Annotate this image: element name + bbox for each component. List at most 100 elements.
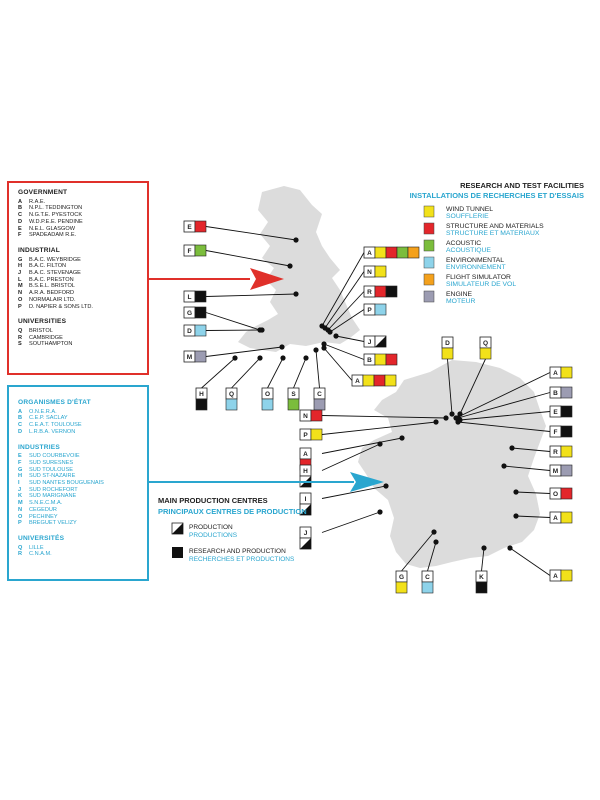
legend-label-fr: SOUFFLERIE <box>446 213 489 220</box>
facility-mark <box>407 246 420 259</box>
facility-mark <box>195 398 208 411</box>
leader-line <box>323 347 353 381</box>
site-dot <box>455 419 461 425</box>
site-label: M <box>553 468 558 475</box>
facility-mark <box>385 353 398 366</box>
research-production-label-fr: RECHERCHES ET PRODUCTIONS <box>189 556 295 563</box>
french-panel-frame <box>7 385 149 581</box>
site-label: N <box>367 269 372 276</box>
site-label: Q <box>229 391 234 398</box>
facility-mark <box>560 366 573 379</box>
panel-row-key: M <box>18 283 23 290</box>
facility-mark <box>374 265 387 278</box>
panel-row-value: B.A.C. FILTON <box>29 263 67 270</box>
leader-line <box>321 443 381 471</box>
panel-row-value: BREGUET VELIZY <box>29 520 77 527</box>
facility-mark <box>396 246 409 259</box>
leader-line <box>267 357 284 389</box>
uk-site-d: D <box>183 324 207 337</box>
panel-row-key: P <box>18 520 22 527</box>
leader-line <box>457 392 551 419</box>
fr-site-a: A <box>549 569 573 582</box>
site-label: D <box>445 340 450 347</box>
panel-heading: ORGANISMES D'ÉTAT <box>18 399 91 406</box>
site-label: O <box>265 391 270 398</box>
fr-site-a: A <box>549 511 573 524</box>
panel-row-value: B.S.E.L. BRISTOL <box>29 283 75 290</box>
facility-mark <box>560 487 573 500</box>
site-dot <box>501 463 507 469</box>
facility-mark <box>310 409 323 422</box>
leader-line <box>205 226 297 241</box>
facility-mark <box>479 347 492 360</box>
site-label: C <box>317 391 322 398</box>
panel-row-value: CEGEDUR <box>29 506 57 513</box>
site-label: A <box>303 451 308 458</box>
panel-heading: INDUSTRIAL <box>18 246 60 254</box>
panel-row-value: CAMBRIDGE <box>29 334 63 341</box>
site-dot <box>303 355 309 361</box>
panel-row-key: J <box>18 270 22 277</box>
panel-row-value: D. NAPIER & SONS LTD. <box>29 303 93 310</box>
site-label: L <box>188 294 192 301</box>
site-label: K <box>479 574 484 581</box>
panel-row: P BREGUET VELIZY <box>18 520 104 527</box>
facility-mark <box>374 246 387 259</box>
panel-heading: INDUSTRIES <box>18 443 60 451</box>
leader-line <box>201 357 236 389</box>
legend-swatch <box>423 273 435 286</box>
facility-mark <box>194 290 207 303</box>
panel-row-value: N.G.T.E. PYESTOCK <box>29 212 83 219</box>
panel-row-key: G <box>18 466 23 473</box>
uk-site-f: F <box>183 244 207 257</box>
panel-row-value: C.E.P. SACLAY <box>29 415 68 422</box>
site-label: G <box>399 574 404 581</box>
fr-site-r: R <box>549 445 573 458</box>
site-dot <box>399 435 405 441</box>
panel-row-value: LILLE <box>29 544 44 551</box>
panel-row-key: D <box>18 428 23 435</box>
leader-line <box>455 372 551 419</box>
facility-mark <box>560 405 573 418</box>
uk-site-j: J <box>363 335 387 348</box>
site-dot <box>433 419 439 425</box>
facility-mark <box>313 398 326 411</box>
leader-lines <box>201 226 551 576</box>
panel-row-key: D <box>18 218 23 225</box>
facility-mark <box>384 374 397 387</box>
site-dot <box>293 237 299 243</box>
site-label: F <box>188 248 192 255</box>
facility-mark <box>421 581 434 594</box>
leader-line <box>321 485 387 499</box>
production-label-fr: PRODUCTIONS <box>189 532 238 539</box>
facility-mark <box>441 347 454 360</box>
leader-line <box>481 547 485 572</box>
panel-row-value: SOUTHAMPTON <box>29 341 73 348</box>
leader-line <box>321 421 437 435</box>
site-dot <box>513 489 519 495</box>
leader-line <box>231 357 261 389</box>
site-dot <box>449 411 455 417</box>
legend-label: ENVIRONMENTAL <box>446 257 504 264</box>
fr-site-h: H <box>299 464 312 488</box>
leader-line <box>324 271 365 329</box>
panel-row-key: O <box>18 296 23 303</box>
leader-line <box>447 358 453 415</box>
facility-mark <box>385 246 398 259</box>
site-label: J <box>304 530 308 537</box>
